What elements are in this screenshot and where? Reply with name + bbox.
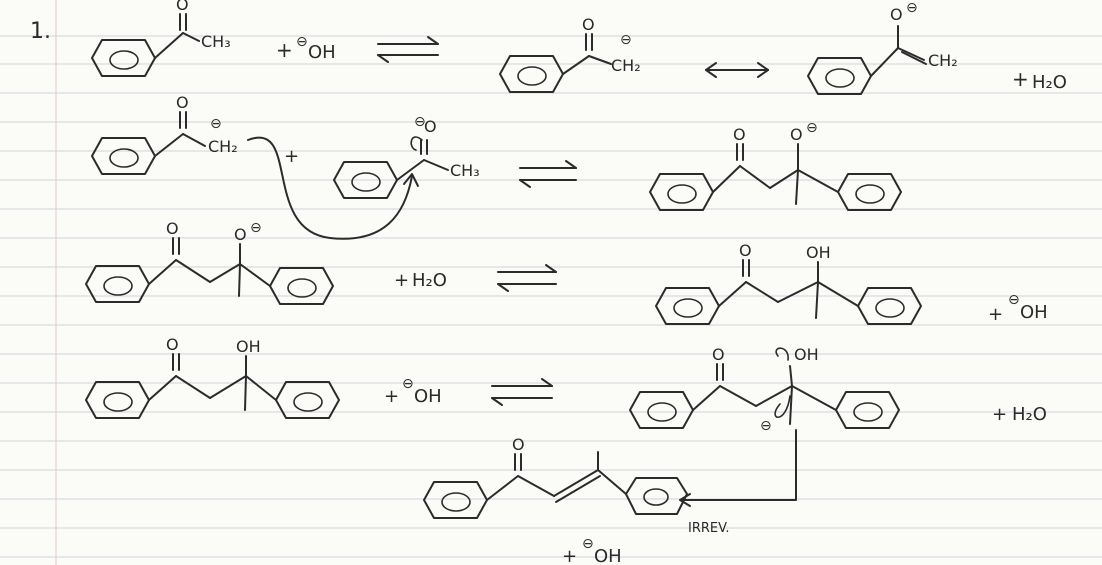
charge-minus: ⊖ [296,34,308,50]
carbonyl-oxygen: O [739,241,752,260]
hydroxide-label: OH [308,42,336,63]
enolate-oxyanion: O ⊖ CH₂ [807,0,958,95]
equilibrium-arrow-icon [497,264,557,292]
methylene-label: CH₂ [928,51,958,70]
enolate-oxygen: O [890,5,903,24]
water-label: H₂O [1012,404,1047,425]
hydroxide-label: OH [1020,302,1048,323]
aldol-product: O OH [655,241,922,325]
aldol-product-r4: O OH [85,335,340,419]
charge-minus: ⊖ [806,120,818,136]
charge-minus: ⊖ [906,0,918,16]
alkoxide-intermediate: O O ⊖ [85,219,334,305]
hydroxide-label: OH [594,546,622,565]
problem-number: 1. [30,19,51,44]
charge-minus: ⊖ [1008,292,1020,308]
plus-sign: + [562,546,577,565]
plus-sign: + [394,270,409,291]
hydroxyl-label: OH [236,337,261,356]
carbonyl-oxygen: O [512,435,525,454]
carbonyl-oxygen: O [176,93,189,112]
charge-minus: ⊖ [620,32,632,48]
carbonyl-oxygen: O [176,0,189,14]
carbonyl-oxygen: O [712,345,725,364]
hydroxyl-label: OH [806,243,831,262]
charge-minus: ⊖ [582,536,594,552]
acetophenone-electrophile: O ⊖ CH₃ [333,114,480,199]
plus-sign: + [276,38,293,62]
plus-sign: + [1012,67,1029,91]
charge-minus: ⊖ [402,376,414,392]
charge-minus: ⊖ [414,114,426,130]
charge-minus: ⊖ [760,418,772,434]
irreversible-label: IRREV. [688,521,729,536]
carbonyl-oxygen: O [582,15,595,34]
methylene-label: CH₂ [208,137,238,156]
methylene-label: CH₂ [611,56,641,75]
water-label: H₂O [412,270,447,291]
carbonyl-oxygen: O [166,219,179,238]
carbanion-intermediate: O OH ⊖ [629,345,900,434]
chalcone-product: O [423,435,688,519]
charge-minus: ⊖ [250,220,262,236]
enolate-carbanion: O ⊖ CH₂ [499,15,641,93]
alkoxide-adduct: O O ⊖ [649,120,902,211]
alkoxide-oxygen: O [234,225,247,244]
equilibrium-arrow-icon [519,160,577,188]
acetophenone-r1: O CH₃ [91,0,231,77]
methyl-label: CH₃ [201,32,231,51]
carbonyl-oxygen: O [166,335,179,354]
hydroxyl-label: OH [794,345,819,364]
resonance-arrow-icon [705,62,769,78]
plus-sign: + [384,386,399,407]
elimination-arrow-icon [681,429,797,501]
methyl-label: CH₃ [450,161,480,180]
alkoxide-oxygen: O [790,125,803,144]
charge-minus: ⊖ [210,116,222,132]
curved-attack-arrow-icon [247,136,413,240]
carbonyl-oxygen: O [424,117,437,136]
equilibrium-arrow-icon [377,36,439,63]
plus-sign: + [284,146,299,167]
enolate-nucleophile: O ⊖ CH₂ [91,93,238,175]
plus-sign: + [992,404,1007,425]
hydroxide-label: OH [414,386,442,407]
arrowhead-icon [403,173,419,187]
carbonyl-oxygen: O [733,125,746,144]
water-label: H₂O [1032,72,1067,93]
plus-sign: + [988,304,1003,325]
equilibrium-arrow-icon [491,378,553,406]
